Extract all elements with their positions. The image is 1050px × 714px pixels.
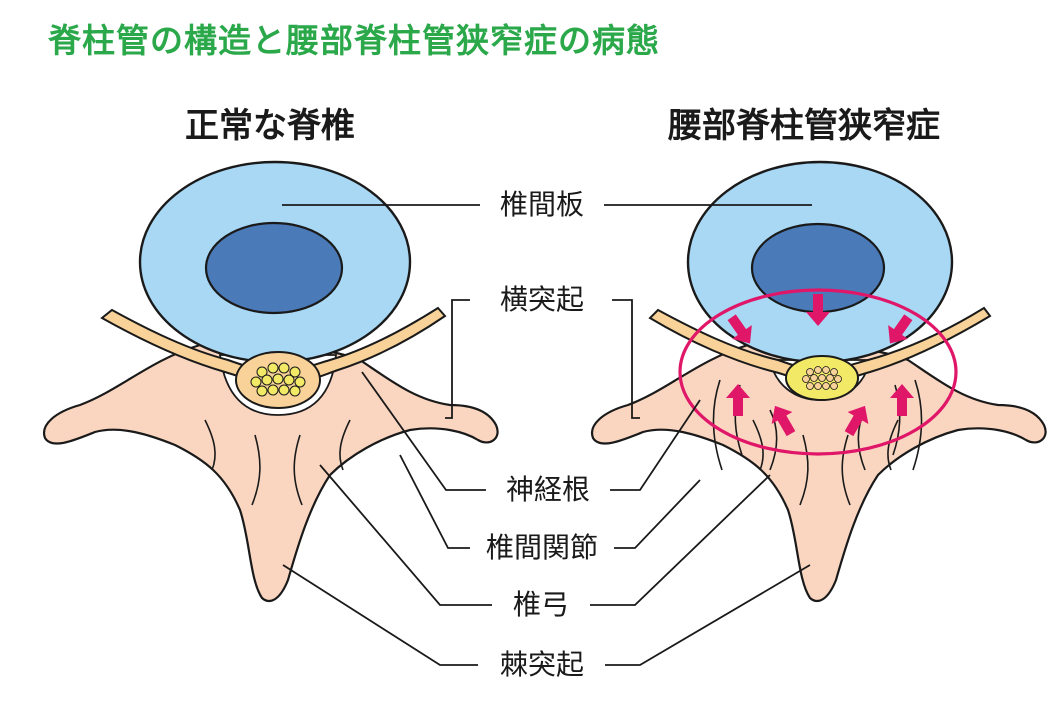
label-facet-joint: 椎間関節 xyxy=(479,531,605,565)
arrow-icon xyxy=(727,314,752,344)
stenosis-panel-title: 腰部脊柱管狭窄症 xyxy=(668,106,940,146)
arrow-icon xyxy=(844,405,869,437)
label-transverse-process: 横突起 xyxy=(493,283,591,317)
label-spinous-process: 棘突起 xyxy=(493,648,591,682)
page-title: 脊柱管の構造と腰部脊柱管狭窄症の病態 xyxy=(48,21,660,60)
normal-nucleus xyxy=(204,221,344,315)
stenosis-nerve-roots xyxy=(648,306,992,385)
label-disc: 椎間板 xyxy=(493,188,591,222)
label-nerve-root: 神経根 xyxy=(499,473,597,507)
normal-panel-title: 正常な脊椎 xyxy=(185,106,355,146)
stenosis-highlight-circle xyxy=(678,288,958,456)
stenosis-cauda-equina xyxy=(802,366,842,390)
normal-cauda-equina xyxy=(250,362,306,397)
normal-nerve-roots xyxy=(100,306,447,387)
arrow-icon xyxy=(771,405,796,437)
label-lamina: 椎弓 xyxy=(506,588,576,622)
arrow-icon xyxy=(806,294,830,326)
compression-arrows xyxy=(726,294,914,437)
arrow-icon xyxy=(888,314,913,344)
arrow-icon xyxy=(890,384,914,416)
arrow-icon xyxy=(726,384,750,416)
leader-lines xyxy=(282,204,812,666)
